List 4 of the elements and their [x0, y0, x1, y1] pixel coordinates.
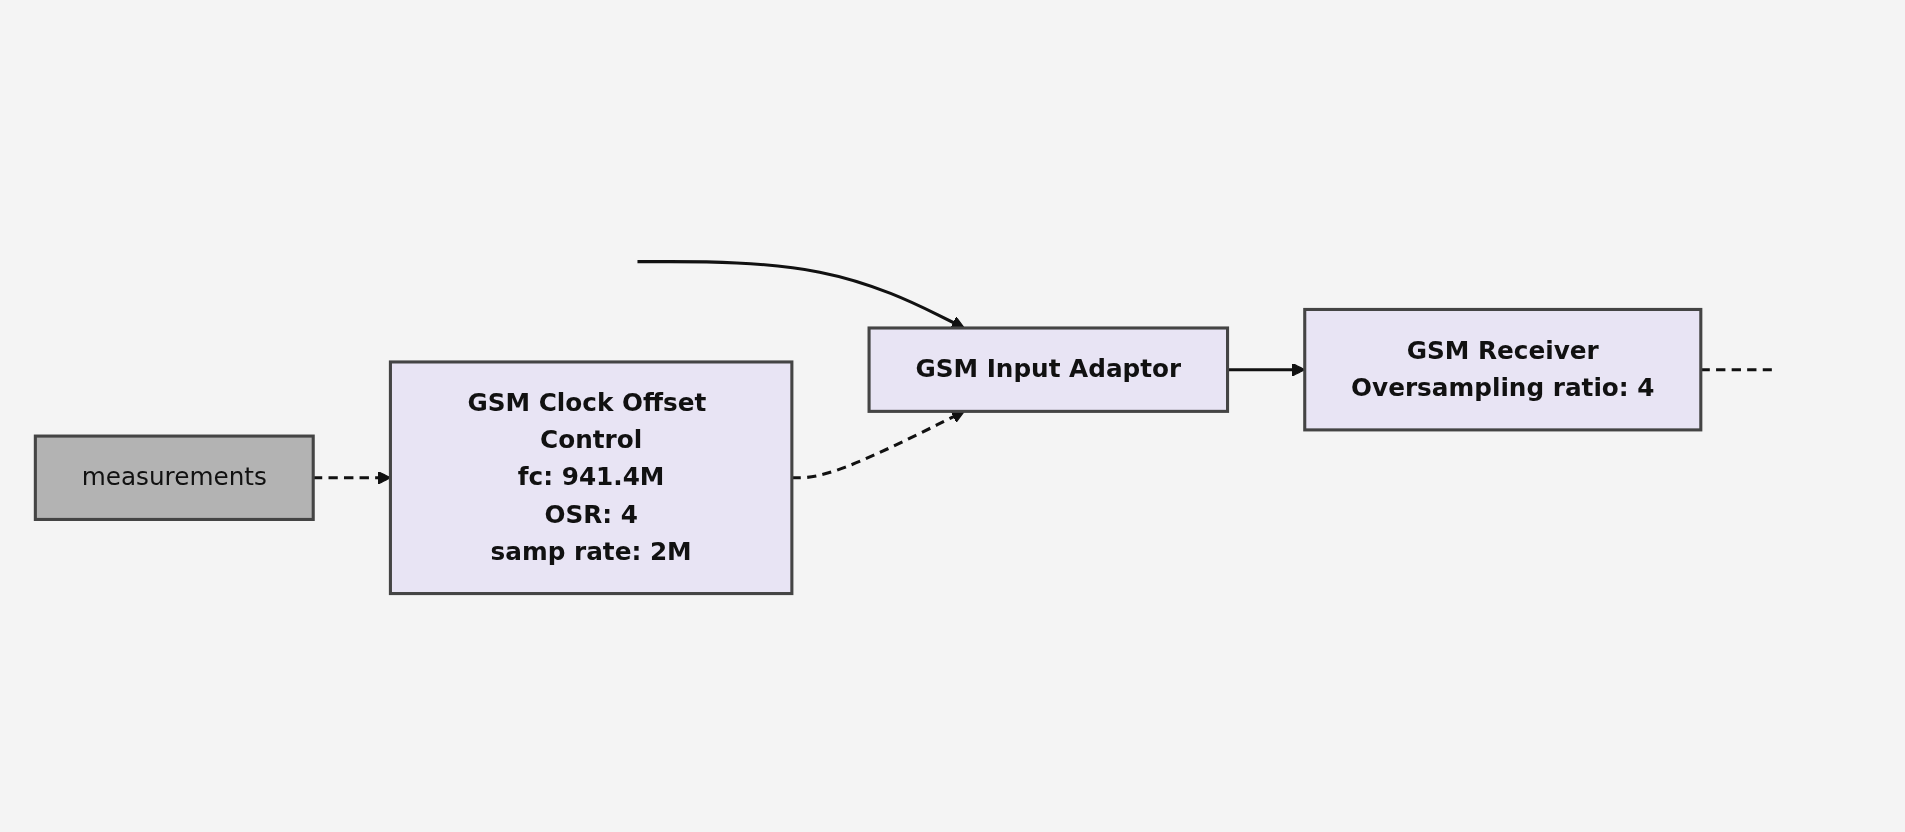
node-box: measurements	[33, 434, 315, 521]
node-box: GSM Clock Offset Control fc: 941.4M OSR: 4 samp rate: 2M	[388, 360, 793, 596]
node-box: GSM Input Adaptor	[867, 326, 1229, 413]
node-box: GSM Receiver Oversampling ratio: 4	[1302, 307, 1702, 432]
